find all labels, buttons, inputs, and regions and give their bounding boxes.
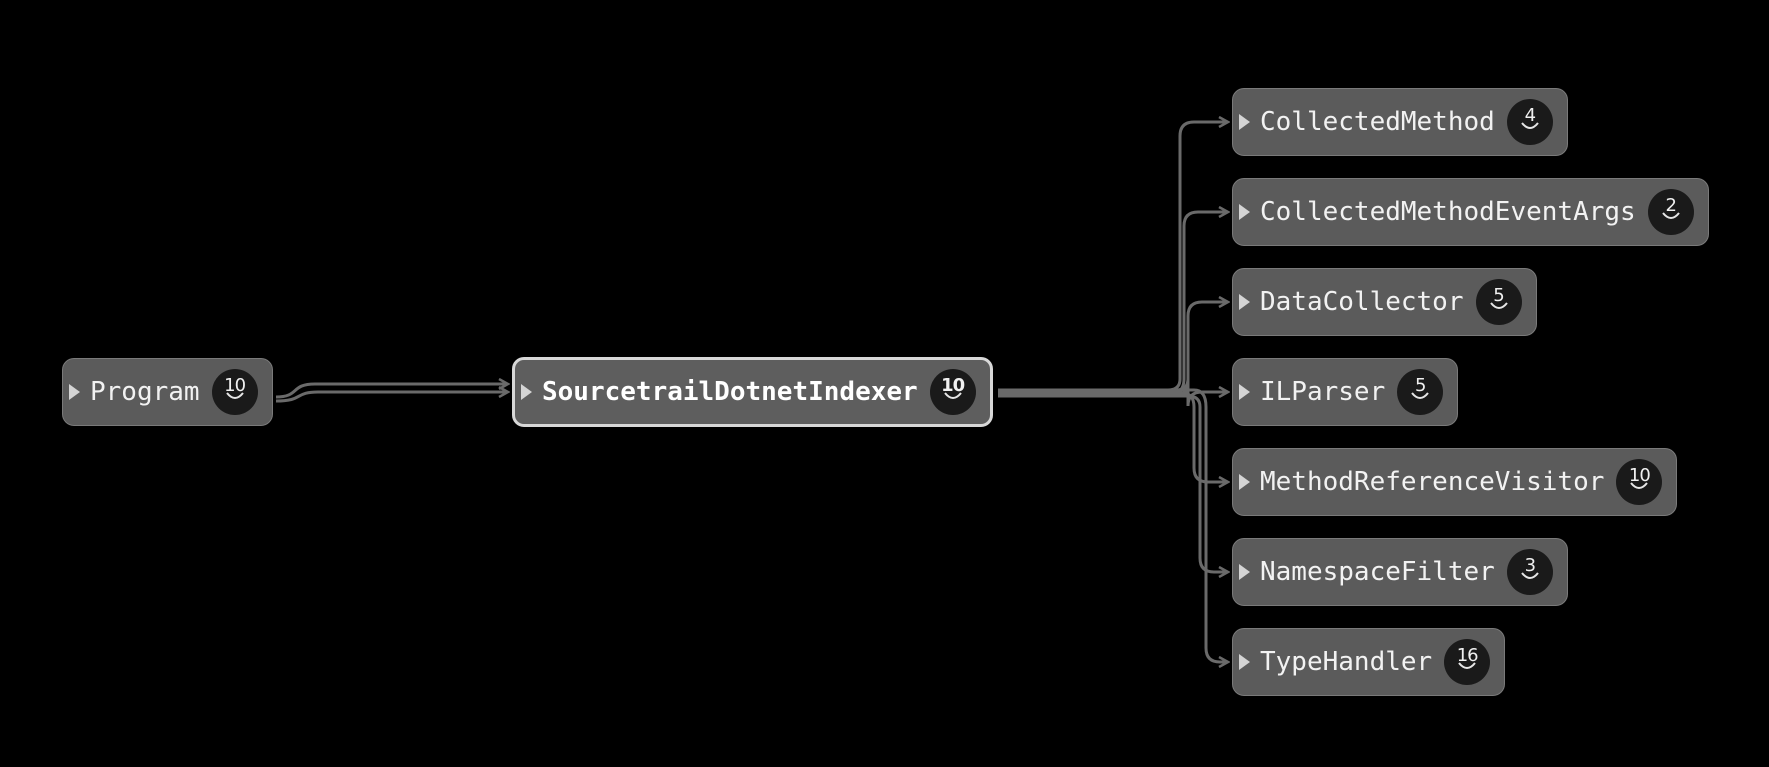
edge-program-to-indexer-2[interactable]	[275, 392, 508, 403]
member-count-badge[interactable]: 4	[1506, 99, 1553, 145]
member-count-badge[interactable]: 5	[1397, 369, 1444, 415]
node-label: CollectedMethodEventArgs	[1260, 197, 1636, 227]
chevron-down-icon	[1411, 392, 1430, 399]
node-label: SourcetrailDotnetIndexer	[542, 377, 918, 407]
node-label: ILParser	[1260, 377, 1386, 407]
node-label: Program	[90, 377, 200, 407]
node-data-collector[interactable]: DataCollector 5	[1232, 268, 1537, 336]
node-label: MethodReferenceVisitor	[1260, 467, 1605, 497]
expand-triangle-icon[interactable]	[1239, 384, 1250, 400]
edge-indexer-to-type-handler[interactable]	[998, 388, 1228, 662]
edge-indexer-to-collected-method[interactable]	[998, 122, 1228, 392]
node-method-reference-visitor[interactable]: MethodReferenceVisitor 10	[1232, 448, 1678, 516]
node-label: TypeHandler	[1260, 647, 1433, 677]
chevron-down-icon	[1458, 662, 1476, 669]
node-namespace-filter[interactable]: NamespaceFilter 3	[1232, 538, 1568, 606]
node-label: CollectedMethod	[1260, 107, 1495, 137]
chevron-down-icon	[1521, 572, 1539, 579]
chevron-down-icon	[1630, 482, 1649, 489]
expand-triangle-icon[interactable]	[1239, 654, 1250, 670]
node-collected-method-event-args[interactable]: CollectedMethodEventArgs 2	[1232, 178, 1709, 246]
chevron-down-icon	[225, 392, 244, 399]
node-sourcetrail-dotnet-indexer[interactable]: SourcetrailDotnetIndexer 10	[512, 357, 993, 427]
node-program[interactable]: Program 10	[62, 358, 273, 426]
edge-indexer-to-data-collector[interactable]	[998, 302, 1228, 398]
chevron-down-icon	[943, 392, 962, 399]
edge-program-to-indexer[interactable]	[275, 384, 508, 399]
expand-triangle-icon[interactable]	[69, 384, 80, 400]
edge-indexer-to-method-reference-visitor[interactable]	[998, 391, 1228, 482]
expand-triangle-icon[interactable]	[1239, 114, 1250, 130]
expand-triangle-icon[interactable]	[521, 384, 532, 400]
member-count-badge[interactable]: 16	[1444, 639, 1491, 685]
member-count-badge[interactable]: 10	[1616, 459, 1663, 505]
chevron-down-icon	[1661, 212, 1680, 219]
node-label: NamespaceFilter	[1260, 557, 1495, 587]
expand-triangle-icon[interactable]	[1239, 474, 1250, 490]
member-count-badge[interactable]: 3	[1506, 549, 1553, 595]
expand-triangle-icon[interactable]	[1239, 204, 1250, 220]
node-type-handler[interactable]: TypeHandler 16	[1232, 628, 1506, 696]
expand-triangle-icon[interactable]	[1239, 564, 1250, 580]
node-label: DataCollector	[1260, 287, 1464, 317]
member-count-badge[interactable]: 10	[929, 369, 976, 415]
edge-indexer-to-namespace-filter[interactable]	[998, 394, 1228, 572]
member-count-badge[interactable]: 2	[1647, 189, 1694, 235]
expand-triangle-icon[interactable]	[1239, 294, 1250, 310]
chevron-down-icon	[1521, 122, 1539, 129]
node-il-parser[interactable]: ILParser 5	[1232, 358, 1459, 426]
member-count-badge[interactable]: 10	[211, 369, 258, 415]
chevron-down-icon	[1489, 302, 1508, 309]
node-collected-method[interactable]: CollectedMethod 4	[1232, 88, 1568, 156]
member-count-badge[interactable]: 5	[1475, 279, 1522, 325]
